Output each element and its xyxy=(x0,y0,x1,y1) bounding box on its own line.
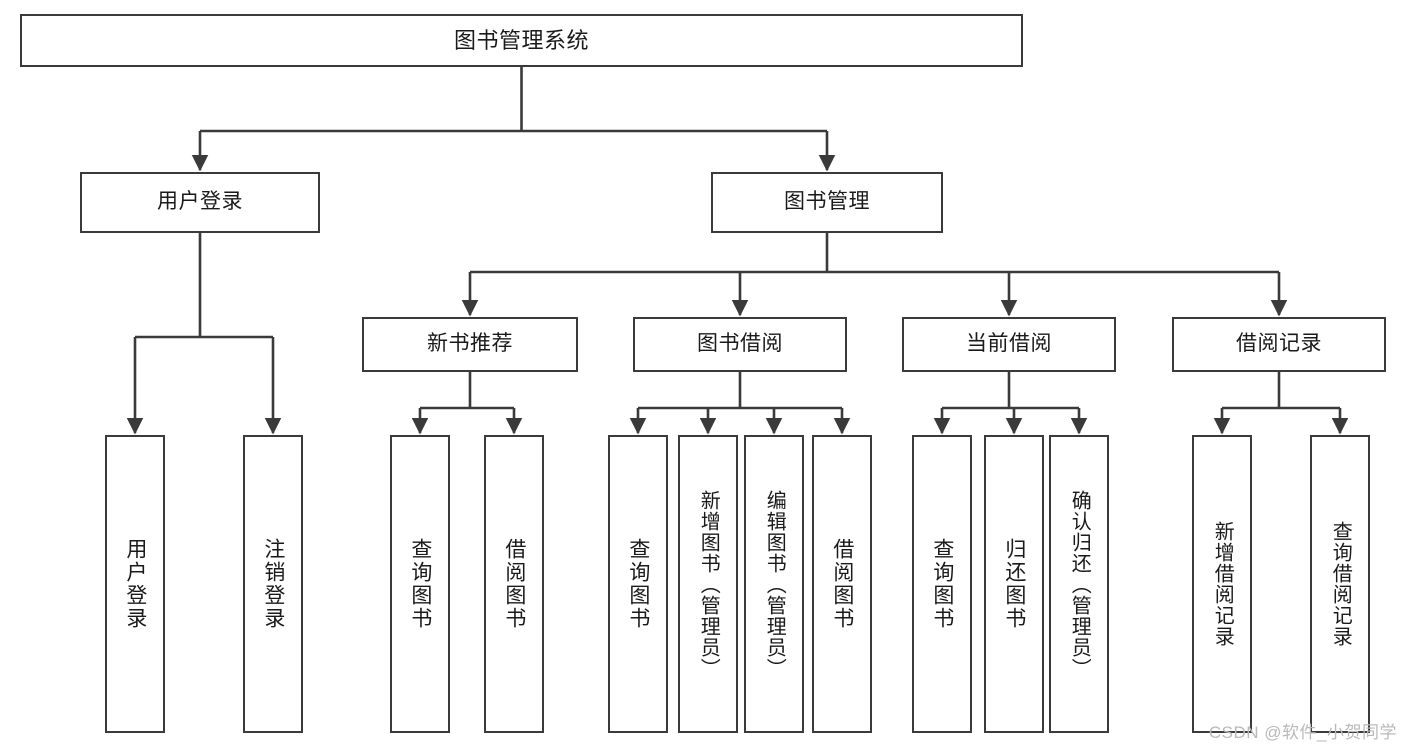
node-label: 图书借阅 xyxy=(697,332,783,356)
node-label: 借阅图书 xyxy=(502,538,526,630)
node-current-borrow[interactable]: 当前借阅 xyxy=(902,317,1116,372)
node-borrow-record[interactable]: 借阅记录 xyxy=(1172,317,1386,372)
node-label: 当前借阅 xyxy=(966,332,1052,356)
node-leaf-confirm-return[interactable]: 确认归还（管理员） xyxy=(1049,435,1109,733)
watermark-text: CSDN @软件_小贺同学 xyxy=(1208,723,1397,742)
node-book-manage[interactable]: 图书管理 xyxy=(711,172,943,233)
node-label: 确认归还（管理员） xyxy=(1068,489,1091,679)
node-leaf-user-logout[interactable]: 注销登录 xyxy=(243,435,303,733)
node-leaf-return-book[interactable]: 归还图书 xyxy=(984,435,1044,733)
node-label: 借阅记录 xyxy=(1236,332,1322,356)
node-root[interactable]: 图书管理系统 xyxy=(20,14,1023,67)
node-leaf-borrow-book-2[interactable]: 借阅图书 xyxy=(812,435,872,733)
node-leaf-edit-book[interactable]: 编辑图书（管理员） xyxy=(744,435,804,733)
node-book-borrow[interactable]: 图书借阅 xyxy=(633,317,847,372)
node-label: 归还图书 xyxy=(1002,538,1026,630)
node-label: 新书推荐 xyxy=(427,332,513,356)
node-leaf-add-book[interactable]: 新增图书（管理员） xyxy=(678,435,738,733)
node-label: 图书管理系统 xyxy=(453,27,589,53)
node-label: 用户登录 xyxy=(157,190,243,214)
node-leaf-query-book-3[interactable]: 查询图书 xyxy=(912,435,972,733)
node-label: 编辑图书（管理员） xyxy=(763,489,786,679)
node-label: 图书管理 xyxy=(784,190,870,214)
node-label: 查询图书 xyxy=(408,538,432,630)
node-new-book-rec[interactable]: 新书推荐 xyxy=(362,317,578,372)
node-leaf-query-book-1[interactable]: 查询图书 xyxy=(390,435,450,733)
node-label: 查询图书 xyxy=(626,538,650,630)
node-leaf-query-book-2[interactable]: 查询图书 xyxy=(608,435,668,733)
node-label: 新增图书（管理员） xyxy=(697,489,720,679)
node-label: 新增借阅记录 xyxy=(1211,521,1234,647)
node-user-login[interactable]: 用户登录 xyxy=(80,172,320,233)
node-leaf-borrow-book-1[interactable]: 借阅图书 xyxy=(484,435,544,733)
node-leaf-add-record[interactable]: 新增借阅记录 xyxy=(1192,435,1252,733)
node-label: 查询借阅记录 xyxy=(1329,521,1352,647)
node-label: 注销登录 xyxy=(261,538,285,630)
node-leaf-query-record[interactable]: 查询借阅记录 xyxy=(1310,435,1370,733)
node-label: 用户登录 xyxy=(123,538,147,630)
node-label: 查询图书 xyxy=(930,538,954,630)
node-label: 借阅图书 xyxy=(830,538,854,630)
node-leaf-user-login[interactable]: 用户登录 xyxy=(105,435,165,733)
